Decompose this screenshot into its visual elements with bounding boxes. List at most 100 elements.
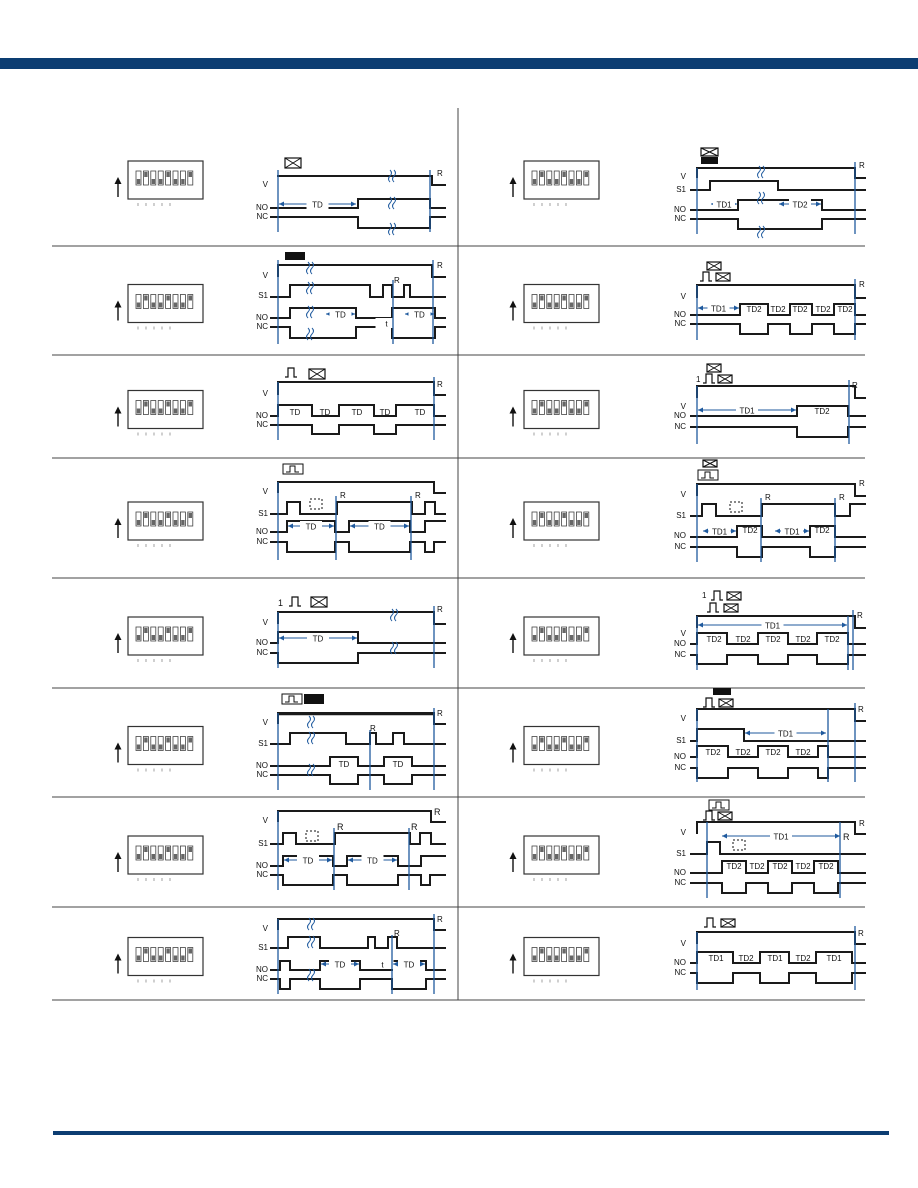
timing-label: TD1 <box>767 954 783 963</box>
dip-switch-slot <box>576 736 582 751</box>
signal-label-nc: NC <box>674 542 686 551</box>
dip-switch-lever <box>136 744 141 750</box>
reset-label: R <box>437 915 443 924</box>
signal-label-v: V <box>681 292 687 301</box>
dip-switch-lever <box>547 302 551 308</box>
dip-switch-lever <box>144 737 148 743</box>
reset-label: R <box>434 807 441 817</box>
arrow-head <box>288 523 293 529</box>
dip-switch-slot <box>179 400 186 415</box>
signal-waveform <box>690 405 866 417</box>
reset-label: R <box>843 832 850 842</box>
timing-label: TD2 <box>770 305 786 314</box>
timing-label: TD <box>290 408 301 417</box>
dip-switch-slot <box>157 511 164 527</box>
delay-cross <box>284 157 302 169</box>
timing-label: TD2 <box>726 862 742 871</box>
dip-switch-slot <box>553 170 560 186</box>
signal-waveform <box>270 541 446 553</box>
dip-switch-slot <box>150 845 157 861</box>
signal-waveform <box>690 841 866 855</box>
signal-waveform <box>690 767 866 779</box>
dip-switch-slot <box>546 626 553 642</box>
dip-switch-lever <box>166 513 170 518</box>
dip-switch-lever <box>532 854 537 859</box>
dip-switch-slot <box>539 511 545 527</box>
timing-label: TD2 <box>824 635 840 644</box>
reset-label: R <box>765 493 771 502</box>
timing-label: TD1 <box>716 201 732 210</box>
dip-switch-slot <box>568 845 575 861</box>
header-band <box>0 58 918 69</box>
dip-switch-lever <box>540 172 544 177</box>
single-shot-label: 1 <box>278 598 283 608</box>
dip-switch-lever <box>584 172 588 177</box>
timing-label: TD2 <box>746 305 762 314</box>
dip-switch-slot <box>576 400 582 415</box>
dip-switch-slot <box>172 947 179 962</box>
dip-switch-lever <box>151 955 155 961</box>
signal-waveform <box>270 198 446 209</box>
dip-switch-slot <box>576 626 582 642</box>
footer-rule <box>53 1131 889 1135</box>
signal-waveform <box>690 728 866 742</box>
timing-label: TD <box>404 961 415 970</box>
dip-switch-slot <box>568 626 575 642</box>
dip-switch-lever <box>562 628 566 633</box>
signal-label-no: NO <box>256 203 268 212</box>
timing-label: TD <box>320 408 331 417</box>
arrow-up-head <box>114 953 122 961</box>
dip-switch-lever <box>569 520 574 525</box>
dip-switch-slot <box>187 511 194 527</box>
dip-switch-lever <box>562 295 566 301</box>
dip-switch-slot <box>553 845 560 861</box>
delay-cross <box>706 261 722 271</box>
signal-waveform <box>690 303 866 316</box>
dip-switch-lever <box>188 847 192 852</box>
signal-label-no: NO <box>674 868 686 877</box>
filled-block-icon <box>304 694 324 704</box>
dip-switch-lever <box>159 955 163 961</box>
signal-waveform <box>690 882 866 894</box>
signal-label-nc: NC <box>674 214 686 223</box>
break-mark-icon <box>306 327 314 341</box>
dip-switch-lever <box>166 295 170 301</box>
dashed-trigger-box <box>305 830 319 842</box>
break-mark-icon <box>757 225 765 239</box>
reset-label: R <box>394 276 400 285</box>
timing-label: TD <box>335 311 346 320</box>
dip-switch-slot <box>531 845 538 861</box>
pulse-icon <box>289 596 301 607</box>
signal-waveform <box>690 199 866 211</box>
dip-switch-slot <box>531 170 538 186</box>
dip-switch-slot <box>576 845 582 861</box>
arrow-head <box>816 201 821 207</box>
dip-switch-lever <box>144 847 148 852</box>
dip-switch-slot <box>546 736 553 751</box>
dip-switch-lever <box>584 628 588 633</box>
arrow-up-head <box>114 177 122 184</box>
signal-label-no: NO <box>674 958 686 967</box>
dip-switch-lever <box>188 401 192 407</box>
delay-cross <box>715 272 731 282</box>
timing-label: TD <box>415 408 426 417</box>
dip-switch-lever <box>188 295 192 301</box>
dip-switch-lever <box>166 847 170 852</box>
delay-cross <box>702 459 718 468</box>
timing-label: TD <box>339 760 350 769</box>
dip-switch-slot <box>172 626 179 642</box>
dip-switch-lever <box>532 302 537 308</box>
dip-switch-lever <box>540 847 544 852</box>
dip-switch-lever <box>547 955 551 961</box>
delay-cross <box>717 811 733 821</box>
dip-switch-lever <box>555 744 559 750</box>
dashed-trigger-box <box>732 839 746 851</box>
dip-switch-lever <box>547 635 551 640</box>
reset-label: R <box>858 929 864 938</box>
dashed-trigger-box <box>309 498 323 510</box>
dip-switch-lever <box>151 302 155 308</box>
dip-switch-slot <box>561 626 567 642</box>
dip-switch-lever <box>577 744 581 750</box>
break-mark-icon <box>307 935 315 949</box>
